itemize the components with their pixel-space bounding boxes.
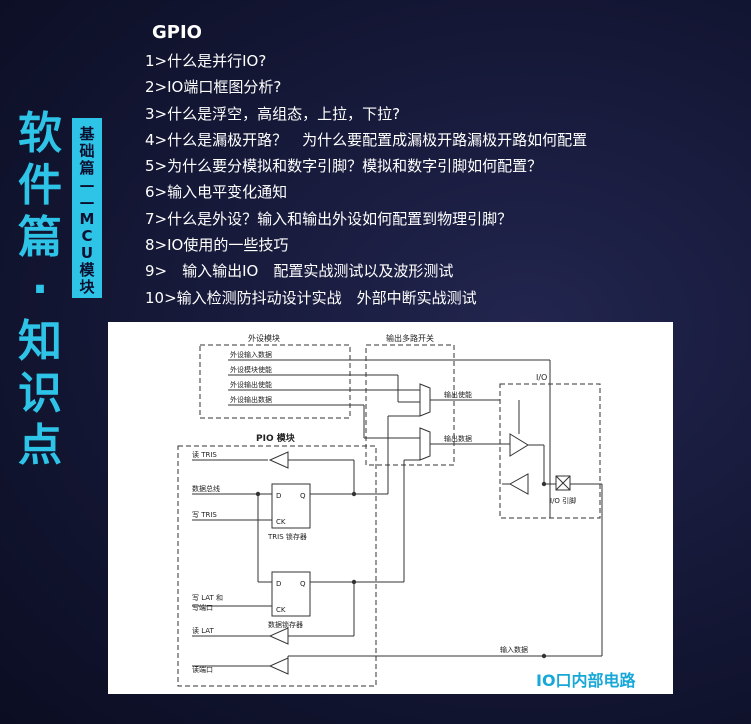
peripheral-signal-label: 外设输入数据 [230, 350, 272, 359]
mux-upper [419, 383, 431, 417]
side-tag-char: — [79, 193, 95, 211]
side-tag-char: 基 [79, 125, 95, 143]
side-tag: 基 础 篇 — — M C U 模 块 [72, 118, 102, 298]
diagram-caption: IO口内部电路 [536, 667, 636, 691]
data-bus-label: 数据总线 [192, 484, 220, 493]
side-title-char: · [31, 264, 49, 315]
tris-q-label: Q [300, 492, 306, 500]
question-item: 7>什么是外设？输入和输出外设如何配置到物理引脚？ [145, 209, 513, 228]
peripheral-module-box [199, 344, 351, 419]
lat-ck-label: CK [276, 606, 286, 614]
side-title-char: 件 [18, 160, 62, 211]
side-tag-char: 块 [79, 278, 95, 296]
read-tris-buffer [268, 451, 289, 469]
tris-d-label: D [276, 492, 281, 500]
output-data-label: 输出数据 [444, 434, 472, 443]
io-pin-label: I/O 引脚 [550, 496, 576, 505]
read-tris-label: 读 TRIS [192, 450, 217, 459]
question-item: 2>IO端口框图分析? [145, 78, 282, 97]
side-title-char: 识 [18, 368, 62, 419]
question-item: 4>什么是漏极开路？ 为什么要配置成漏极开路漏极开路如何配置 [145, 130, 588, 149]
write-tris-label: 写 TRIS [192, 511, 217, 519]
side-tag-char: 模 [79, 261, 95, 279]
question-item: 3>什么是浮空，高组态，上拉，下拉? [145, 104, 401, 123]
junction-dot [541, 481, 547, 487]
side-tag-char: 篇 [79, 159, 95, 177]
io-pin-box [555, 475, 571, 491]
io-pin-box [555, 475, 571, 491]
side-tag-char: 础 [79, 142, 95, 160]
side-tag-char: U [80, 244, 94, 262]
question-item: 6>输入电平变化通知 [145, 183, 288, 202]
side-title-char: 点 [18, 420, 62, 471]
lat-d-label: D [276, 580, 281, 588]
tris-ck-label: CK [276, 518, 286, 526]
side-tag-char: — [79, 176, 95, 194]
question-item: 10>输入检测防抖动设计实战 外部中断实战测试 [145, 288, 477, 307]
side-title-char: 知 [18, 316, 62, 367]
side-title-char: 篇 [18, 212, 62, 263]
io-block-label: I/O [536, 373, 547, 382]
peripheral-signal-label: 外设输出使能 [230, 380, 272, 389]
read-lat-label: 读 LAT [192, 626, 215, 635]
peripheral-signal-label: 外设模块使能 [230, 365, 272, 374]
write-lat-label: 写 LAT 和 [192, 593, 223, 602]
output-mux-label: 输出多路开关 [386, 333, 434, 343]
gpio-heading: GPIO [152, 22, 202, 43]
junction-dot [541, 653, 547, 659]
data-latch-label: 数据锁存器 [268, 620, 303, 629]
write-port-label: 写端口 [192, 603, 213, 612]
question-item: 5>为什么要分模拟和数字引脚？模拟和数字引脚如何配置？ [145, 157, 543, 176]
output-enable-label: 输出使能 [444, 390, 472, 399]
read-port-label: 读端口 [192, 665, 213, 674]
input-data-label: 输入数据 [500, 645, 528, 654]
tris-latch-label: TRIS 锁存器 [267, 532, 307, 541]
side-tag-char: C [81, 227, 93, 245]
pio-module-box [177, 445, 377, 687]
question-list: 1>什么是并行IO? 2>IO端口框图分析? 3>什么是浮空，高组态，上拉，下拉… [145, 48, 587, 311]
mux-lower [419, 427, 431, 461]
side-tag-char: M [79, 210, 95, 228]
read-lat-buffer [268, 627, 289, 645]
junction-dot [255, 491, 261, 497]
output-mux-box [365, 344, 455, 466]
question-item: 1>什么是并行IO? [145, 52, 267, 70]
question-item: 9> 输入输出IO 配置实战测试以及波形测试 [145, 262, 454, 281]
junction-dot [351, 491, 357, 497]
question-item: 8>IO使用的一些技巧 [145, 236, 289, 255]
side-title-char: 软 [18, 108, 62, 159]
output-buffer [509, 433, 529, 457]
read-port-buffer [268, 657, 289, 675]
lat-q-label: Q [300, 580, 306, 588]
io-circuit-diagram: 外设模块 外设输入数据 外设模块使能 外设输出使能 外设输出数据 输出多路开关 … [108, 322, 673, 694]
input-buffer [508, 473, 529, 495]
tris-latch-box [271, 483, 311, 529]
circuit-svg: 外设模块 外设输入数据 外设模块使能 外设输出使能 外设输出数据 输出多路开关 … [177, 333, 603, 687]
side-title: 软 件 篇 · 知 识 点 [14, 108, 66, 472]
data-latch-box [271, 571, 311, 617]
peripheral-signal-label: 外设输出数据 [230, 395, 272, 404]
pio-module-label: PIO 模块 [256, 432, 296, 444]
peripheral-module-label: 外设模块 [248, 333, 280, 343]
junction-dot [351, 579, 357, 585]
